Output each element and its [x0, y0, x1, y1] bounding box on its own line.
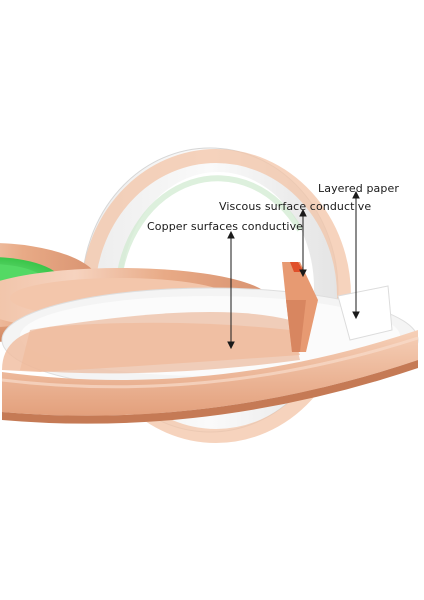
label-layered-paper: Layered paper	[318, 182, 399, 195]
label-viscous-surface: Viscous surface conductive	[219, 200, 372, 213]
annotation-arrows	[227, 190, 360, 350]
layered-paper-sheet	[337, 285, 393, 341]
arrow-layered-paper	[352, 190, 360, 320]
label-copper-surfaces: Copper surfaces conductive	[147, 220, 304, 233]
arrow-copper-surfaces	[227, 230, 235, 350]
arrow-viscous-surface	[299, 208, 307, 278]
